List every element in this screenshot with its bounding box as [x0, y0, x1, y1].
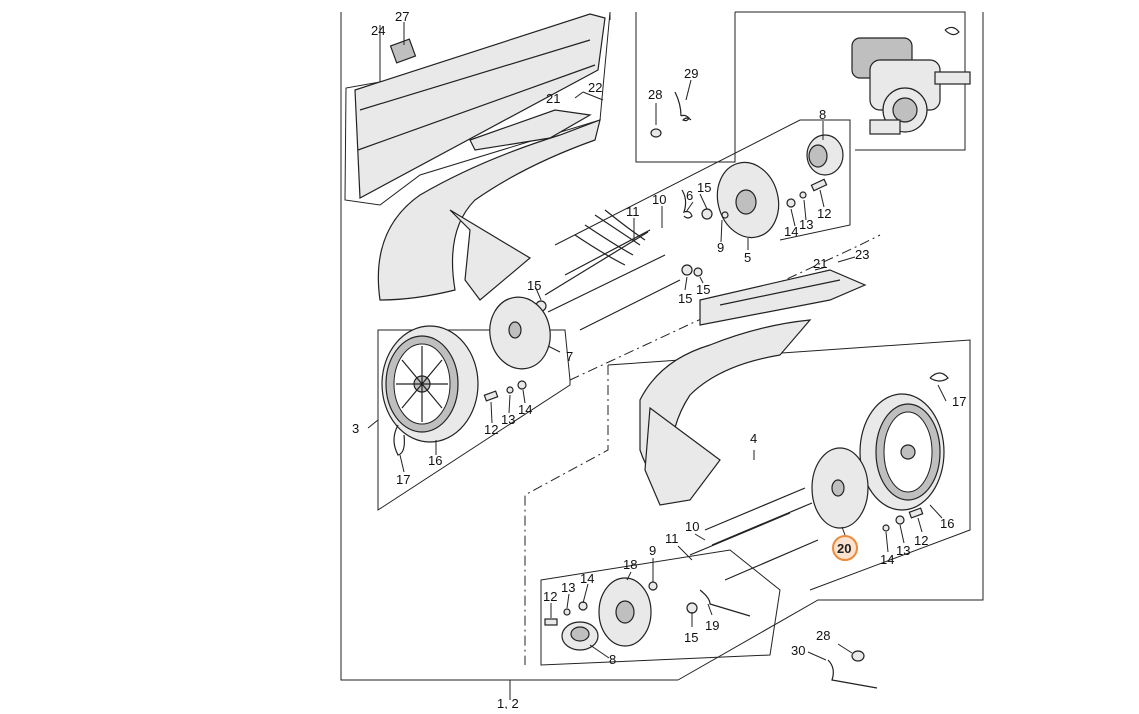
hardware-left-wheel	[393, 380, 527, 456]
callout-labels: 24 27 22 21 28 29 8 15 6 10 11 12 13 14 …	[352, 9, 966, 667]
outer-frame	[340, 12, 984, 700]
hub-disc-18	[598, 577, 652, 647]
callout-22: 22	[588, 80, 602, 95]
callout-9: 9	[717, 240, 724, 255]
callout-14: 14	[518, 402, 532, 417]
callout-4: 4	[750, 431, 757, 446]
callout-9: 9	[649, 543, 656, 558]
callout-28: 28	[816, 628, 830, 643]
hardware-lower-left	[544, 601, 588, 626]
callout-30: 30	[791, 643, 805, 658]
callout-15: 15	[684, 630, 698, 645]
callout-14: 14	[784, 224, 798, 239]
callout-7: 7	[566, 349, 573, 364]
callout-11: 11	[626, 204, 640, 219]
spring-6	[681, 189, 693, 219]
callout-13: 13	[561, 580, 575, 595]
callout-14: 14	[880, 552, 894, 567]
callout-23: 23	[855, 247, 869, 262]
gearbox-drawing	[851, 26, 971, 135]
bearing-8-lower	[561, 621, 599, 651]
callout-15: 15	[697, 180, 711, 195]
callout-21: 21	[813, 256, 827, 271]
bearing-8-top	[806, 134, 844, 176]
leader-lines	[367, 22, 947, 661]
callout-10: 10	[652, 192, 666, 207]
callout-16: 16	[940, 516, 954, 531]
wheel-right	[859, 393, 945, 511]
callout-8: 8	[819, 107, 826, 122]
upper-rods	[544, 209, 681, 331]
callout-19: 19	[705, 618, 719, 633]
callout-13: 13	[896, 543, 910, 558]
callout-28: 28	[648, 87, 662, 102]
callout-15: 15	[527, 278, 541, 293]
callout-21: 21	[546, 91, 560, 106]
callout-16: 16	[428, 453, 442, 468]
washer-28-bottom	[851, 650, 865, 662]
callout-12: 12	[817, 206, 831, 221]
hub-disc-5	[716, 161, 780, 239]
gearbox-inset	[635, 11, 971, 163]
callout-17: 17	[396, 472, 410, 487]
callout-20-highlight[interactable]: 20	[832, 535, 858, 561]
callout-8: 8	[609, 652, 616, 667]
callout-5: 5	[744, 250, 751, 265]
callout-11: 11	[665, 531, 679, 546]
callout-15: 15	[678, 291, 692, 306]
upper-housing	[344, 11, 611, 206]
callout-29: 29	[684, 66, 698, 81]
callout-24: 24	[371, 23, 385, 38]
hub-plate-7	[489, 296, 551, 370]
hub-disc-20	[811, 447, 869, 529]
callout-20[interactable]: 20	[837, 541, 851, 556]
upper-shroud	[377, 109, 601, 301]
callout-6: 6	[686, 188, 693, 203]
lower-assembly-frame	[524, 339, 971, 666]
callout-12: 12	[484, 422, 498, 437]
washer-28-top	[650, 128, 662, 138]
callout-12: 12	[543, 589, 557, 604]
callout-13: 13	[501, 412, 515, 427]
hardware-lower	[648, 372, 949, 617]
bottom-assembly-label: 1, 2	[497, 696, 519, 709]
lower-rods	[689, 487, 819, 581]
spring-30	[827, 659, 878, 689]
lower-shroud	[639, 269, 867, 506]
callout-10: 10	[685, 519, 699, 534]
callout-12: 12	[914, 533, 928, 548]
callout-3: 3	[352, 421, 359, 436]
callout-17: 17	[952, 394, 966, 409]
callout-27: 27	[395, 9, 409, 24]
callout-14: 14	[580, 571, 594, 586]
callout-15: 15	[696, 282, 710, 297]
wheel-left	[381, 325, 479, 443]
callout-18: 18	[623, 557, 637, 572]
spring-29	[674, 91, 692, 122]
callout-13: 13	[799, 217, 813, 232]
